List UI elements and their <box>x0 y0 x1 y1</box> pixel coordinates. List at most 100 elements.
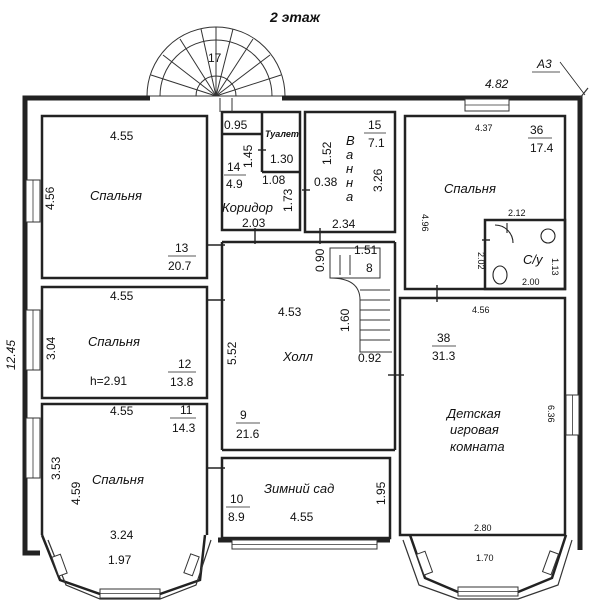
playroom-name-3: комната <box>450 439 505 454</box>
bedroom2-name: Спальня <box>88 334 140 349</box>
corner-mark-leader <box>559 61 586 96</box>
playroom-name-1: Детская <box>445 406 501 421</box>
toilet-name: Туалет <box>265 129 299 139</box>
wc-name: С/у <box>523 252 544 267</box>
bedroom1-depth: 4.56 <box>43 186 57 210</box>
bath-number: 15 <box>368 118 382 132</box>
playroom-bay <box>402 534 573 600</box>
stairs-d1: 0.90 <box>313 248 327 272</box>
bedroom4-depth: 4.96 <box>420 214 430 232</box>
bedroom1-name: Спальня <box>90 188 142 203</box>
right-windows <box>231 98 580 550</box>
bedroom2-height: h=2.91 <box>90 374 127 388</box>
winter-garden-name: Зимний сад <box>264 481 334 496</box>
wc-d2: 1.13 <box>550 258 560 276</box>
bedroom3-depth2: 4.59 <box>69 481 83 505</box>
corner-mark: А3 <box>536 57 552 71</box>
doors <box>207 149 490 469</box>
bath-d2: 3.26 <box>371 168 385 192</box>
wc-d1: 2.02 <box>476 252 486 270</box>
stairs-d2: 1.51 <box>354 243 378 257</box>
bedroom3-bay2: 1.97 <box>108 553 132 567</box>
hall-name: Холл <box>282 349 314 364</box>
corridor-d1: 1.08 <box>262 173 286 187</box>
playroom-name-2: игровая <box>450 422 499 437</box>
left-rooms-walls <box>40 114 209 535</box>
wc-d3: 2.00 <box>522 277 540 287</box>
winter-garden-number: 10 <box>230 492 244 506</box>
stairs-d4: 0.92 <box>358 351 382 365</box>
stairs-labels: 0.90 1.51 8 1.60 0.92 <box>313 243 382 365</box>
bedroom2-area: 13.8 <box>170 375 194 389</box>
bedroom2-width: 4.55 <box>110 289 134 303</box>
hall-width: 4.53 <box>278 305 302 319</box>
bedroom3-depth: 3.53 <box>49 456 63 480</box>
playroom-area: 31.3 <box>432 349 456 363</box>
room-toilet: 0.95 1.45 Туалет 1.30 <box>224 118 299 168</box>
playroom-number: 38 <box>437 331 451 345</box>
toilet-d2: 1.45 <box>241 144 255 168</box>
spiral-stair: 17 <box>146 26 286 97</box>
bath-d3: 0.38 <box>314 175 338 189</box>
winter-garden-width: 4.55 <box>290 510 314 524</box>
corridor-number: 14 <box>227 160 241 174</box>
room-corridor: 14 4.9 1.08 1.73 Коридор 2.03 <box>222 160 295 230</box>
bath-d1: 1.52 <box>320 141 334 165</box>
inner-stairs <box>219 98 392 353</box>
right-rooms-walls <box>398 114 567 537</box>
bedroom4-width: 4.37 <box>475 123 493 133</box>
winter-garden-depth: 1.95 <box>374 481 388 505</box>
corridor-name: Коридор <box>222 200 273 215</box>
bedroom4-area: 17.4 <box>530 141 554 155</box>
bath-area: 7.1 <box>368 136 385 150</box>
corridor-width: 2.03 <box>242 216 266 230</box>
corridor-area: 4.9 <box>226 177 243 191</box>
bedroom3-name: Спальня <box>92 472 144 487</box>
playroom-bay2: 1.70 <box>476 553 494 563</box>
plan-title: 2 этаж <box>269 9 321 25</box>
room-bedroom4: 4.37 36 17.4 4.96 Спальня <box>420 123 554 232</box>
room-bedroom3: 4.55 11 14.3 3.53 4.59 Спальня 3.24 1.97 <box>49 403 196 567</box>
bath-width: 2.34 <box>332 217 356 231</box>
bedroom3-width: 4.55 <box>110 404 134 418</box>
bedroom1-width: 4.55 <box>110 129 134 143</box>
playroom-depth: 6.36 <box>546 405 556 423</box>
bedroom1-number: 13 <box>175 241 189 255</box>
toilet-width: 1.30 <box>270 152 294 166</box>
toilet-d1: 0.95 <box>224 118 248 132</box>
bedroom4-number: 36 <box>530 123 544 137</box>
room-wc: 2.12 2.02 С/у 1.13 2.00 <box>476 208 560 287</box>
bedroom3-number: 11 <box>180 403 193 417</box>
bedroom3-area: 14.3 <box>172 421 196 435</box>
center-walls <box>220 110 397 540</box>
bedroom4-name: Спальня <box>444 181 496 196</box>
overall-height: 12.45 <box>4 340 18 370</box>
stairs-number: 8 <box>366 261 373 275</box>
bedroom3-bay: 3.24 <box>110 528 134 542</box>
wc-width: 2.12 <box>508 208 526 218</box>
winter-garden-area: 8.9 <box>228 510 245 524</box>
bedroom2-depth: 3.04 <box>44 336 58 360</box>
hall-number: 9 <box>240 408 247 422</box>
stair-top-label: 17 <box>208 51 222 65</box>
overall-width: 4.82 <box>485 77 509 91</box>
playroom-width: 4.56 <box>472 305 490 315</box>
stairs-d3: 1.60 <box>338 308 352 332</box>
room-winter-garden: Зимний сад 1.95 10 8.9 4.55 <box>226 481 388 524</box>
bedroom3-bay <box>40 534 212 600</box>
left-windows <box>25 179 41 479</box>
hall-area: 21.6 <box>236 427 260 441</box>
bedroom2-number: 12 <box>178 357 192 371</box>
wc-fixtures <box>492 223 556 285</box>
room-playroom: 4.56 38 31.3 Детская игровая комната 6.3… <box>432 305 556 563</box>
room-bedroom2: 4.55 3.04 Спальня 12 h=2.91 13.8 <box>44 289 196 389</box>
corridor-d2: 1.73 <box>281 188 295 212</box>
room-bedroom1: 4.55 4.56 Спальня 13 20.7 <box>43 129 196 273</box>
playroom-bay: 2.80 <box>474 523 492 533</box>
hall-depth: 5.52 <box>225 341 239 365</box>
bedroom1-area: 20.7 <box>168 259 192 273</box>
room-hall: 4.53 5.52 Холл 9 21.6 <box>225 305 314 441</box>
